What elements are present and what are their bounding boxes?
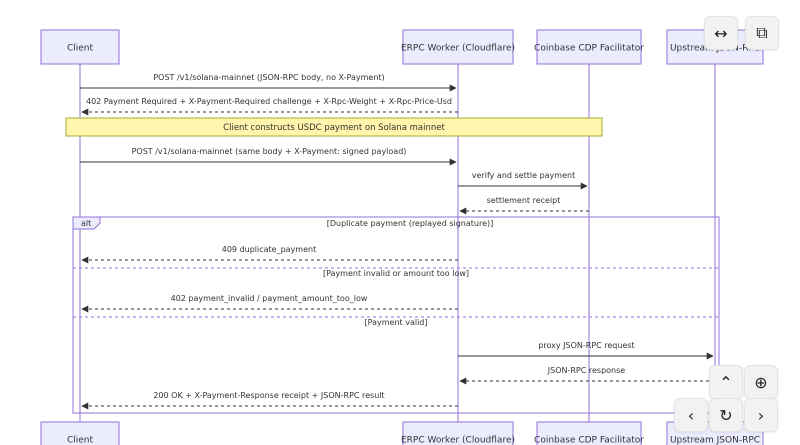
message-label: proxy JSON-RPC request — [538, 341, 634, 350]
pan-right-button[interactable]: › — [744, 398, 778, 432]
participant-client-bottom: Client — [40, 421, 120, 445]
message: POST /v1/solana-mainnet (JSON-RPC body, … — [80, 73, 457, 92]
copy-icon: ⧉ — [756, 23, 768, 42]
pan-left-button[interactable]: ‹ — [674, 398, 708, 432]
message-label: POST /v1/solana-mainnet (same body + X-P… — [132, 147, 407, 156]
participant-label: Coinbase CDP Facilitator — [534, 44, 644, 54]
participant-label: Coinbase CDP Facilitator — [534, 436, 644, 445]
copy-button[interactable]: ⧉ — [745, 16, 779, 50]
participant-label: Client — [67, 436, 94, 445]
message: verify and settle payment — [458, 171, 588, 190]
expand-horizontal-button[interactable]: ↔ — [704, 16, 738, 50]
chevron-left-icon: ‹ — [687, 405, 695, 425]
reset-icon: ↻ — [719, 405, 733, 425]
message: JSON-RPC response — [459, 366, 715, 385]
message-label: 200 OK + X-Payment-Response receipt + JS… — [153, 391, 384, 400]
message: 402 payment_invalid / payment_amount_too… — [81, 294, 458, 313]
alt-section-label: [Payment invalid or amount too low] — [323, 269, 469, 278]
expand-horizontal-icon: ↔ — [714, 23, 728, 43]
reset-view-button[interactable]: ↻ — [709, 398, 743, 432]
note: Client constructs USDC payment on Solana… — [65, 117, 603, 137]
note-label: Client constructs USDC payment on Solana… — [223, 123, 445, 133]
message: 402 Payment Required + X-Payment-Require… — [81, 97, 458, 116]
participant-worker-bottom: ERPC Worker (Cloudflare) — [401, 421, 515, 445]
chevron-up-icon: ⌃ — [719, 372, 733, 392]
message: 200 OK + X-Payment-Response receipt + JS… — [81, 391, 458, 410]
message-label: 402 payment_invalid / payment_amount_too… — [171, 294, 368, 303]
message: 409 duplicate_payment — [81, 245, 458, 264]
participant-facilitator-top: Coinbase CDP Facilitator — [534, 29, 644, 65]
alt-keyword: alt — [81, 219, 91, 228]
message-label: 402 Payment Required + X-Payment-Require… — [86, 97, 452, 106]
participant-label: ERPC Worker (Cloudflare) — [401, 44, 515, 54]
alt-section-label: [Payment valid] — [365, 318, 428, 327]
message: settlement receipt — [459, 196, 589, 215]
participant-label: Upstream JSON-RPC — [670, 436, 760, 445]
message-label: settlement receipt — [487, 196, 561, 205]
participant-label: Client — [67, 44, 94, 54]
message-label: 409 duplicate_payment — [222, 245, 316, 254]
message-label: verify and settle payment — [472, 171, 575, 180]
message-label: POST /v1/solana-mainnet (JSON-RPC body, … — [153, 73, 384, 82]
message-label: JSON-RPC response — [547, 366, 626, 375]
participant-facilitator-bottom: Coinbase CDP Facilitator — [534, 421, 644, 445]
participant-worker-top: ERPC Worker (Cloudflare) — [401, 29, 515, 65]
zoom-in-button[interactable]: ⊕ — [744, 365, 778, 399]
message: proxy JSON-RPC request — [458, 341, 714, 360]
alt-section-label: [Duplicate payment (replayed signature)] — [327, 219, 494, 228]
chevron-right-icon: › — [757, 405, 765, 425]
participant-client-top: Client — [40, 29, 120, 65]
zoom-in-icon: ⊕ — [754, 372, 768, 392]
message: POST /v1/solana-mainnet (same body + X-P… — [80, 147, 457, 166]
alt-frame: alt [Duplicate payment (replayed signatur… — [72, 216, 720, 414]
pan-up-button[interactable]: ⌃ — [709, 365, 743, 399]
participant-label: ERPC Worker (Cloudflare) — [401, 436, 515, 445]
